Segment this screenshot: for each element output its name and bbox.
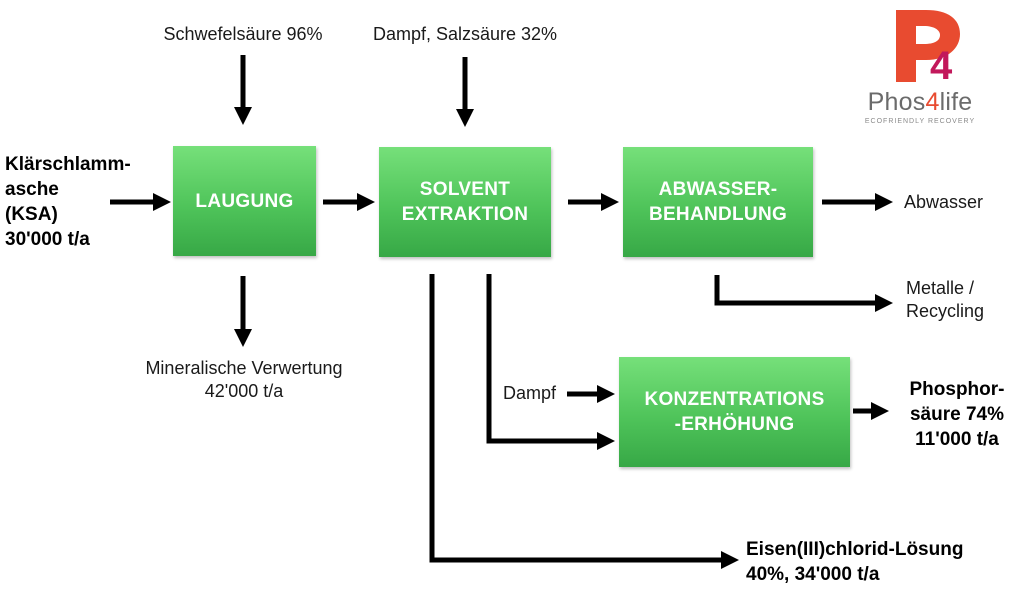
node-abwasser-behandlung: ABWASSER- BEHANDLUNG: [623, 147, 813, 257]
arrow-solvent-to-eisen: [429, 274, 739, 569]
logo-tagline: ECOFRIENDLY RECOVERY: [864, 118, 976, 125]
label-input-ksa: Klärschlamm- asche (KSA) 30'000 t/a: [5, 154, 131, 250]
node-laugung: LAUGUNG: [173, 146, 316, 256]
label-dampf-salzsaeure: Dampf, Salzsäure 32%: [372, 24, 558, 44]
svg-text:4: 4: [930, 44, 953, 88]
label-abwasser: Abwasser: [904, 192, 984, 212]
label-phosphorsaeure: Phosphor- säure 74% 11'000 t/a: [909, 379, 1005, 450]
arrow-solvent-to-konz: [486, 274, 615, 450]
label-dampf: Dampf: [503, 383, 557, 403]
logo-wordmark: Phos4life: [867, 88, 973, 116]
label-schwefelsaeure: Schwefelsäure 96%: [163, 24, 323, 44]
node-solvent-extraktion: SOLVENT EXTRAKTION: [379, 147, 551, 257]
arrow-abwasserbeh-to-metalle: [714, 275, 893, 312]
node-konzentrations-erhoehung: KONZENTRATIONS -ERHÖHUNG: [619, 357, 850, 467]
label-metalle-recycling: Metalle / Recycling: [906, 278, 985, 321]
logo-mark-icon: 4: [896, 10, 960, 88]
label-eisen-chlorid: Eisen(III)chlorid-Lösung 40%, 34'000 t/a: [746, 539, 964, 585]
phos4life-logo: 4 Phos4life ECOFRIENDLY RECOVERY: [860, 6, 980, 130]
label-mineralische-verwertung: Mineralische Verwertung 42'000 t/a: [145, 358, 343, 401]
